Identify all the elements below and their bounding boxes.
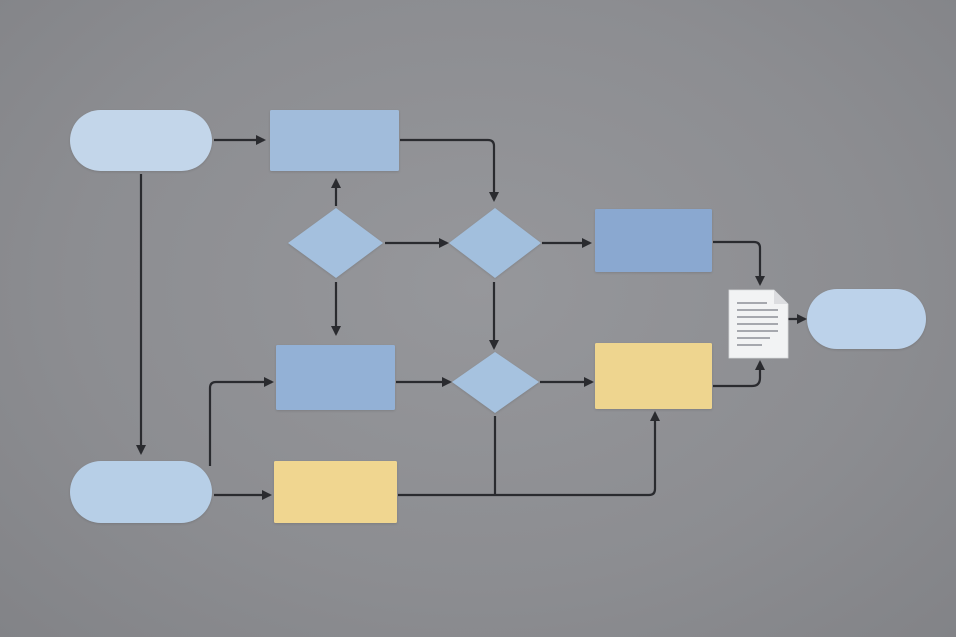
process-right-blue-box xyxy=(595,209,712,272)
edge-process-top-to-decision-center xyxy=(400,138,499,202)
decision-lower-diamond xyxy=(452,352,539,413)
document-icon xyxy=(728,289,789,359)
edge-start-bottom-to-process-mid xyxy=(208,377,274,466)
edge-process-right-blue-to-document xyxy=(713,240,765,286)
process-right-yellow-box xyxy=(595,343,712,409)
edge-process-bottom-yellow-to-process-right-yellow xyxy=(398,411,660,497)
end-right-terminal xyxy=(807,289,926,349)
start-bottom-terminal xyxy=(70,461,212,523)
decision-left-diamond xyxy=(288,208,383,278)
nodes xyxy=(70,110,926,523)
edge-process-right-yellow-to-document xyxy=(713,360,765,388)
process-bottom-yellow-box xyxy=(274,461,397,523)
process-top-box xyxy=(270,110,399,171)
process-mid-box xyxy=(276,345,395,410)
start-top-terminal xyxy=(70,110,212,171)
decision-center-diamond xyxy=(449,208,541,278)
edges xyxy=(136,135,807,500)
